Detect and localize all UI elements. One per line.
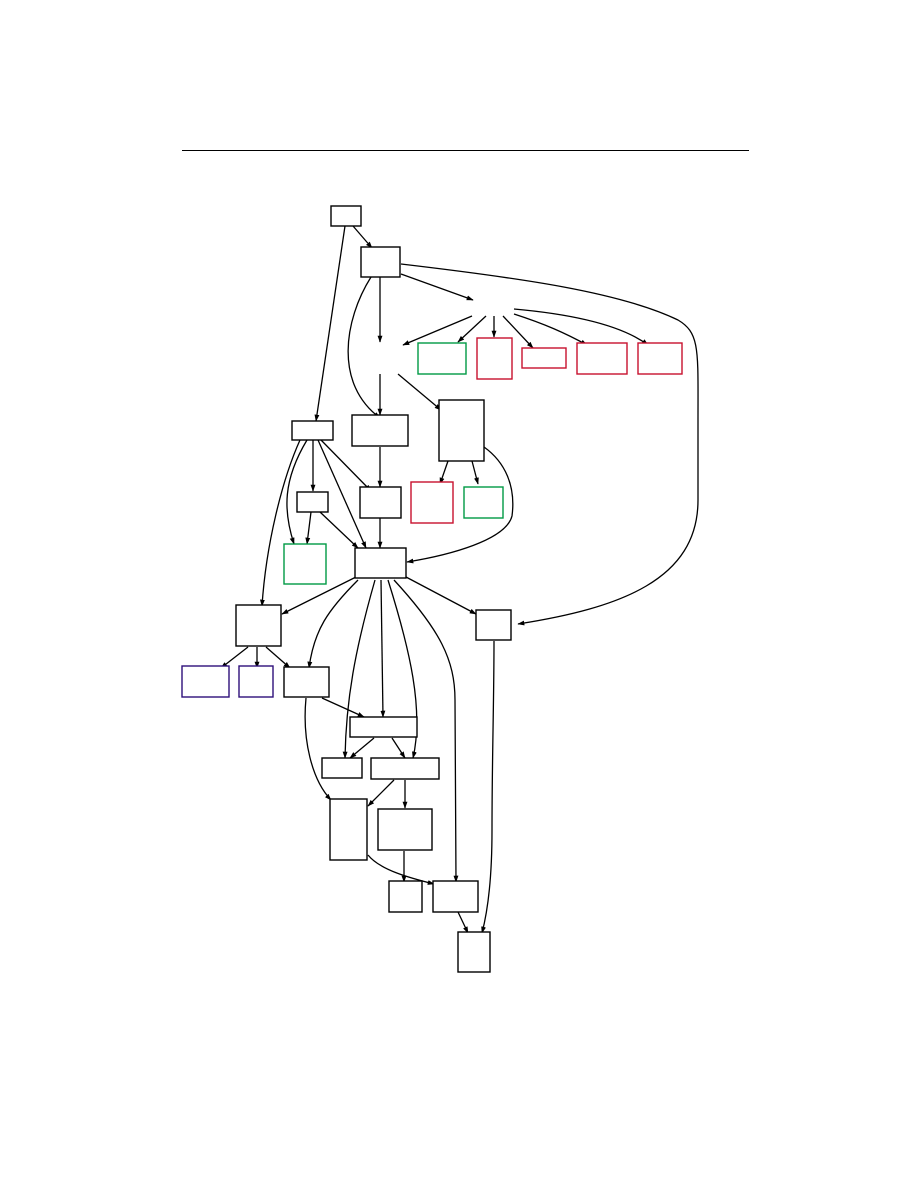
graph-node[interactable]: [370, 757, 440, 780]
graph-node[interactable]: [438, 399, 485, 462]
edge: [481, 640, 495, 934]
edge: [307, 579, 359, 669]
edge: [367, 779, 395, 807]
graph-node[interactable]: [349, 716, 418, 738]
edge: [406, 446, 514, 564]
edge: [439, 460, 449, 485]
graph-node[interactable]: [283, 543, 327, 585]
edge: [405, 576, 477, 615]
edge: [457, 315, 487, 343]
edge: [220, 646, 249, 669]
graph-node[interactable]: [291, 420, 334, 441]
graph-node[interactable]: [417, 342, 467, 375]
graph-node[interactable]: [377, 808, 433, 851]
graph-node[interactable]: [354, 547, 407, 579]
edge: [286, 439, 308, 545]
edge: [319, 511, 359, 549]
graph-node[interactable]: [475, 609, 512, 641]
edge: [349, 737, 375, 759]
edge: [400, 263, 699, 626]
graph-node[interactable]: [283, 666, 330, 698]
edge: [265, 646, 291, 669]
edge: [347, 276, 381, 419]
edge: [305, 511, 312, 545]
edge: [400, 273, 474, 301]
edge: [352, 225, 373, 249]
graph-node[interactable]: [351, 414, 409, 447]
edge: [380, 579, 386, 718]
edge: [321, 697, 365, 718]
edge: [471, 460, 479, 485]
graph-node[interactable]: [576, 342, 628, 375]
edge: [393, 579, 459, 883]
edge: [402, 315, 473, 346]
edge: [502, 315, 534, 349]
header-rule: [182, 150, 749, 151]
graph-node[interactable]: [238, 665, 274, 698]
graph-node[interactable]: [360, 246, 401, 278]
graph-node[interactable]: [181, 665, 230, 698]
graph-node[interactable]: [457, 931, 491, 973]
graph-node[interactable]: [321, 757, 363, 779]
graph-node[interactable]: [388, 880, 423, 913]
graph-node[interactable]: [476, 337, 513, 380]
edge: [314, 225, 346, 422]
edge: [281, 576, 357, 615]
graph-node[interactable]: [235, 604, 282, 647]
nodes: [181, 205, 683, 973]
edge: [342, 579, 376, 759]
graph-node[interactable]: [329, 798, 368, 861]
edge: [397, 373, 442, 411]
edge: [513, 313, 588, 346]
graph-node[interactable]: [359, 486, 402, 519]
edge: [513, 308, 649, 346]
edge: [367, 854, 435, 885]
edge: [457, 911, 469, 934]
graph-node[interactable]: [463, 486, 504, 519]
edge: [259, 439, 301, 607]
graph-node[interactable]: [432, 880, 479, 913]
edge: [317, 439, 367, 549]
edge: [304, 697, 332, 801]
graph-node[interactable]: [296, 491, 329, 513]
graph-node[interactable]: [330, 205, 362, 227]
edges: [220, 225, 699, 934]
graph-node[interactable]: [637, 342, 683, 375]
edge: [391, 737, 406, 759]
graph-node[interactable]: [521, 347, 567, 369]
edge: [320, 439, 372, 492]
graph-node[interactable]: [410, 481, 454, 524]
edge: [387, 579, 418, 759]
